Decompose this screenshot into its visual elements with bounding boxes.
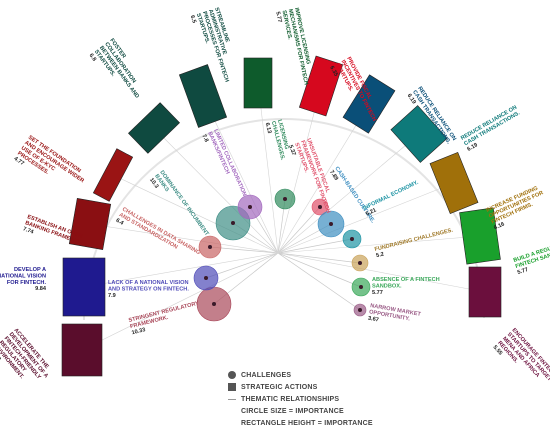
- link-line: [89, 223, 279, 254]
- legend-thematic: THEMATIC RELATIONSHIPS: [228, 393, 378, 405]
- link-line: [277, 252, 362, 288]
- legend-rect-height-label: RECTANGLE HEIGHT = IMPORTANCE: [241, 419, 373, 427]
- strategic-action-rects: [61, 55, 502, 377]
- challenge-dot: [212, 302, 216, 306]
- challenge-dot: [318, 205, 322, 209]
- legend-circle-size: CIRCLE SIZE = IMPORTANCE: [228, 405, 378, 417]
- strategic-action-label: ENCOURAGE FINTECHSTARTUPS TO TARGETMENA …: [491, 327, 550, 395]
- challenge-label: STRINGENT REGULATORYFRAMEWORK.10.33: [128, 301, 203, 337]
- strategic-action-rect: [68, 198, 112, 250]
- strategic-action-rect: [92, 148, 134, 202]
- challenge-dot: [248, 205, 252, 209]
- challenge-label: FUNDRAISING CHALLENGES.5.2: [374, 228, 456, 260]
- strategic-action-rect: [429, 151, 479, 215]
- link-line: [277, 85, 322, 254]
- strategic-action-rect: [468, 266, 502, 318]
- link-line: [277, 252, 486, 293]
- challenge-dot: [358, 261, 362, 265]
- strategic-action-rect: [342, 74, 396, 134]
- link-line: [277, 238, 353, 254]
- link-line: [202, 95, 279, 254]
- strategic-action-label: SET THE FOUNDATIONAND ENCOURAGE WIDERUSE…: [13, 135, 89, 200]
- link-line: [83, 252, 279, 288]
- strategic-action-rect: [243, 57, 273, 109]
- circle-swatch-icon: [228, 371, 236, 379]
- strategic-action-label: IMPROVE LICENSINGMECHANISMS FOR FINTECHS…: [274, 7, 315, 88]
- challenge-dot: [358, 308, 362, 312]
- link-line: [153, 127, 279, 254]
- challenge-dot: [204, 276, 208, 280]
- strategic-action-label: REDUCE RELIANCE ONCASH TRANSACTIONS.6.19: [460, 105, 525, 153]
- challenge-dot: [283, 197, 287, 201]
- line-swatch-icon: [228, 398, 236, 400]
- legend-circle-size-label: CIRCLE SIZE = IMPORTANCE: [241, 407, 344, 415]
- strategic-action-label: INCREASE FUNDINGOPPORTUNITIES FORFINTECH…: [485, 184, 549, 231]
- link-line: [277, 182, 455, 254]
- link-line: [277, 252, 361, 311]
- link-line: [277, 103, 370, 254]
- challenge-label: LICENSINGCHALLENGES.6.13: [264, 119, 292, 163]
- link-line: [277, 206, 321, 254]
- challenge-label: NARROW MARKETOPPORTUNITY.3.67: [367, 303, 421, 331]
- challenge-label: CHALLENGES IN DATA SHARINGAND STANDARDIZ…: [115, 207, 202, 268]
- strategic-action-rect: [62, 257, 106, 317]
- strategic-action-rect: [298, 55, 344, 117]
- link-line: [205, 252, 279, 279]
- challenge-dot: [350, 237, 354, 241]
- rect-swatch-icon: [228, 383, 236, 391]
- link-line: [277, 252, 361, 264]
- strategic-action-label: BUILD A REGULATORYFINTECH SANDBOX.5.77: [513, 239, 550, 276]
- strategic-action-rect: [128, 102, 180, 154]
- legend-strategic-actions: STRATEGIC ACTIONS: [228, 381, 378, 393]
- link-line: [277, 235, 481, 254]
- link-line: [209, 246, 279, 254]
- thematic-links: [81, 82, 486, 351]
- strategic-action-label: FOSTERCOLLABORATIONBETWEEN BANKS ANDSTAR…: [88, 38, 151, 107]
- challenge-dot: [359, 285, 363, 289]
- strategic-action-rect: [178, 64, 228, 128]
- strategic-action-label: ACCELERATE THEDEVELOPMENT OF AFINTECH-FR…: [0, 327, 54, 395]
- challenge-dot: [231, 221, 235, 225]
- link-line: [112, 174, 279, 254]
- link-line: [257, 82, 279, 254]
- strategic-action-rect: [390, 105, 448, 163]
- legend-thematic-label: THEMATIC RELATIONSHIPS: [241, 395, 340, 403]
- challenge-circles: [193, 188, 371, 322]
- challenge-label: INFORMAL ECONOMY.5.21: [362, 180, 422, 218]
- legend-challenges-label: CHALLENGES: [241, 371, 292, 379]
- challenge-dot: [208, 245, 212, 249]
- strategic-action-rect: [459, 207, 501, 265]
- legend-challenges: CHALLENGES: [228, 369, 378, 381]
- link-line: [81, 252, 279, 351]
- strategic-action-rect: [61, 323, 103, 377]
- link-line: [277, 133, 420, 254]
- legend-rect-height: RECTANGLE HEIGHT = IMPORTANCE: [228, 417, 378, 429]
- challenge-dot: [329, 222, 333, 226]
- legend: CHALLENGES STRATEGIC ACTIONS THEMATIC RE…: [228, 369, 378, 429]
- legend-strategic-actions-label: STRATEGIC ACTIONS: [241, 383, 318, 391]
